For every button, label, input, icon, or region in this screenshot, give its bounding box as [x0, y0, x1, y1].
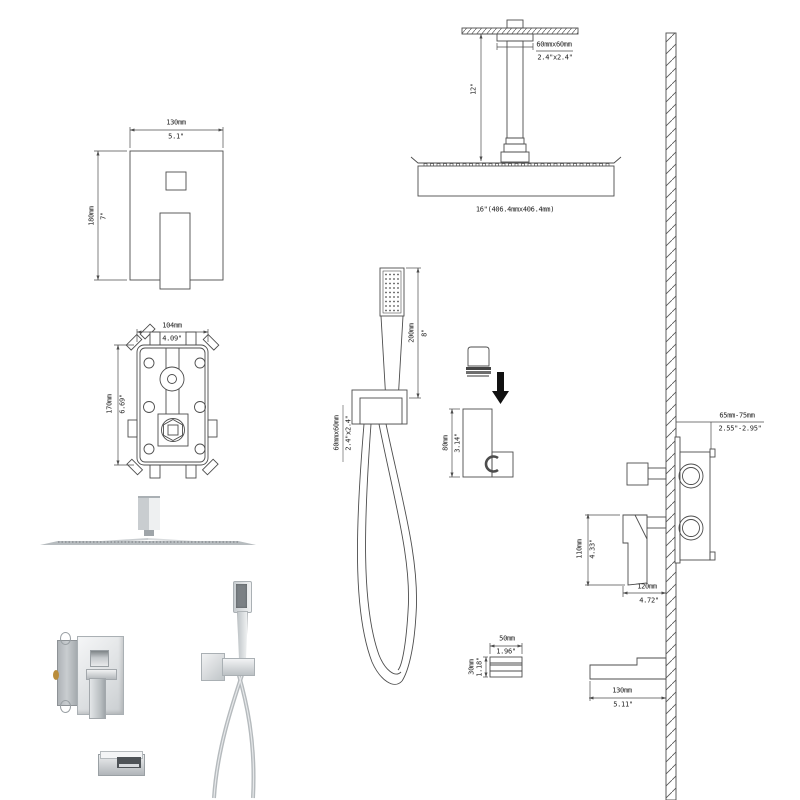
dim-connector-height-in: 1.18" [475, 657, 484, 677]
photo-wand-face [236, 584, 247, 608]
dim-connector-height-mm: 30mm [467, 659, 476, 675]
dim-ceiling-flange-in: 2.4"x2.4" [537, 53, 573, 62]
photo-tub-spout [95, 748, 147, 780]
dim-hand-bracket-mm: 60mmx60mm [332, 415, 341, 451]
dim-holder-height-mm: 80mm [441, 435, 450, 451]
install-direction-arrow [492, 372, 509, 404]
tub-spout-drawing [588, 657, 667, 701]
dim-trim-depth-mm: 65mm-75mm [719, 411, 755, 420]
ceiling-arm-drawing [461, 19, 579, 163]
photo-diverter-button [90, 650, 109, 667]
dim-plate-height-mm: 180mm [87, 206, 96, 226]
shower-handle-drawing [585, 421, 764, 597]
dim-hand-length-mm: 200mm [407, 323, 416, 343]
photo-wand-grip [237, 611, 248, 659]
dim-valve-height-in: 6.69" [118, 394, 127, 414]
dim-spout-length-in: 5.11" [613, 700, 633, 709]
nozzle-row [423, 163, 610, 166]
dim-trim-lever-in: 4.33" [588, 539, 597, 559]
photo-mount-wire-bottom [60, 700, 71, 713]
connector-drawing [483, 643, 523, 678]
in-wall-valve-drawing [674, 436, 716, 564]
dim-trim-lever-mm: 110mm [575, 539, 584, 559]
rain-shower-head-drawing [410, 156, 622, 197]
dim-valve-width-in: 4.09" [162, 334, 182, 343]
photo-spout-lip [119, 764, 139, 767]
photo-hose [212, 671, 256, 799]
dim-hand-bracket-in: 2.4"x2.4" [344, 415, 353, 451]
photo-valve-trim [50, 628, 142, 724]
trim-plate-drawing [94, 127, 224, 290]
photo-mount-wire-top [60, 632, 71, 645]
photo-handle-paddle [89, 678, 106, 719]
photo-ceiling-shower-head [40, 496, 256, 545]
dim-hand-length-in: 8" [420, 329, 429, 337]
rough-in-valve-drawing [114, 323, 220, 479]
dim-spout-length-mm: 130mm [612, 686, 632, 695]
spray-face-dots [385, 273, 399, 312]
dim-trim-depth-in: 2.55"-2.95" [718, 424, 762, 433]
wall-section-drawing [665, 32, 677, 800]
photo-hand-shower [196, 576, 288, 800]
dim-plate-width-mm: 130mm [166, 118, 186, 127]
dim-plate-height-in: 7" [99, 212, 108, 220]
dim-plate-width-in: 5.1" [168, 132, 184, 141]
hand-shower-holder-drawing [449, 408, 514, 478]
dim-ceiling-arm-length: 12" [469, 83, 478, 95]
dim-valve-width-mm: 104mm [162, 321, 182, 330]
dim-trim-reach-mm: 120mm [637, 582, 657, 591]
photo-bracket-elbow [222, 658, 255, 676]
dim-trim-reach-in: 4.72" [639, 596, 659, 605]
dim-holder-height-in: 3.14" [453, 433, 462, 453]
dim-connector-width-in: 1.96" [496, 647, 516, 656]
hand-shower-drawing [342, 267, 421, 685]
dim-shower-head-size: 16"(406.4mmx406.4mm) [475, 205, 555, 214]
photo-spout-waterfall-slot [117, 757, 141, 768]
hose-adapter-drawing [466, 346, 491, 377]
photo-brass-port [53, 670, 59, 680]
dim-valve-height-mm: 170mm [105, 394, 114, 414]
dim-ceiling-flange-mm: 60mmx60mm [536, 40, 572, 49]
dim-connector-width-mm: 50mm [499, 634, 515, 643]
